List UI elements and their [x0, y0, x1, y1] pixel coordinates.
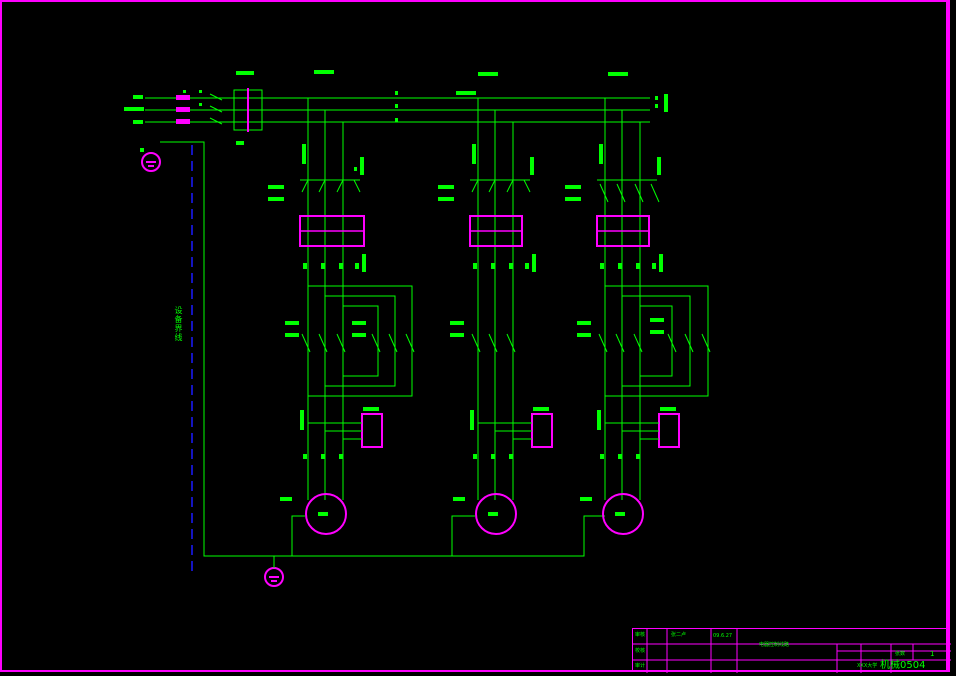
motor-branch-1 [268, 98, 415, 535]
tb-date: 09.6.27 [713, 633, 733, 639]
title-block: 审核 张二卢 09.6.27 电器控制线路 校核 审计 张数 1 XXX大学 机… [632, 628, 951, 673]
brake-coil-1 [361, 413, 383, 448]
tb-drawing-number: 机械0504 [880, 660, 926, 671]
motor-branch-2 [438, 98, 553, 535]
motor-m2 [475, 493, 517, 535]
motor-m1 [305, 493, 347, 535]
contactor-km1 [301, 179, 361, 193]
tb-school: XXX大学 [857, 663, 878, 669]
brake-coil-3 [658, 413, 680, 448]
ground-symbol-top [140, 148, 161, 172]
main-switch [209, 71, 263, 145]
reversing-contactors-1 [301, 333, 415, 353]
tb-sheet-count: 1 [930, 650, 935, 658]
ground-return-wires [160, 141, 605, 568]
bus-end-terminal [655, 94, 668, 112]
contactor-km2 [471, 179, 531, 193]
reversing-contactors-3 [598, 333, 711, 353]
ground-symbol-bottom [264, 567, 284, 587]
contactor-2b [471, 333, 516, 353]
motor-m3 [602, 493, 644, 535]
brake-coil-2 [531, 413, 553, 448]
tb-audit-label: 审计 [635, 663, 646, 669]
equipment-boundary-label: 设备界线 [174, 306, 183, 342]
tb-drawing-title: 电器控制线路 [759, 642, 790, 648]
contactor-km3 [599, 183, 660, 203]
tb-reviewer-label: 审核 [635, 632, 646, 638]
tb-sheet-label: 张数 [895, 651, 906, 657]
bus-labels [314, 70, 628, 122]
power-input-terminals [124, 90, 202, 124]
tb-checker-label: 校核 [635, 648, 646, 654]
tb-designer-name: 张二卢 [671, 632, 687, 638]
title-block-grid [633, 629, 951, 673]
motor-branch-3 [565, 98, 711, 535]
